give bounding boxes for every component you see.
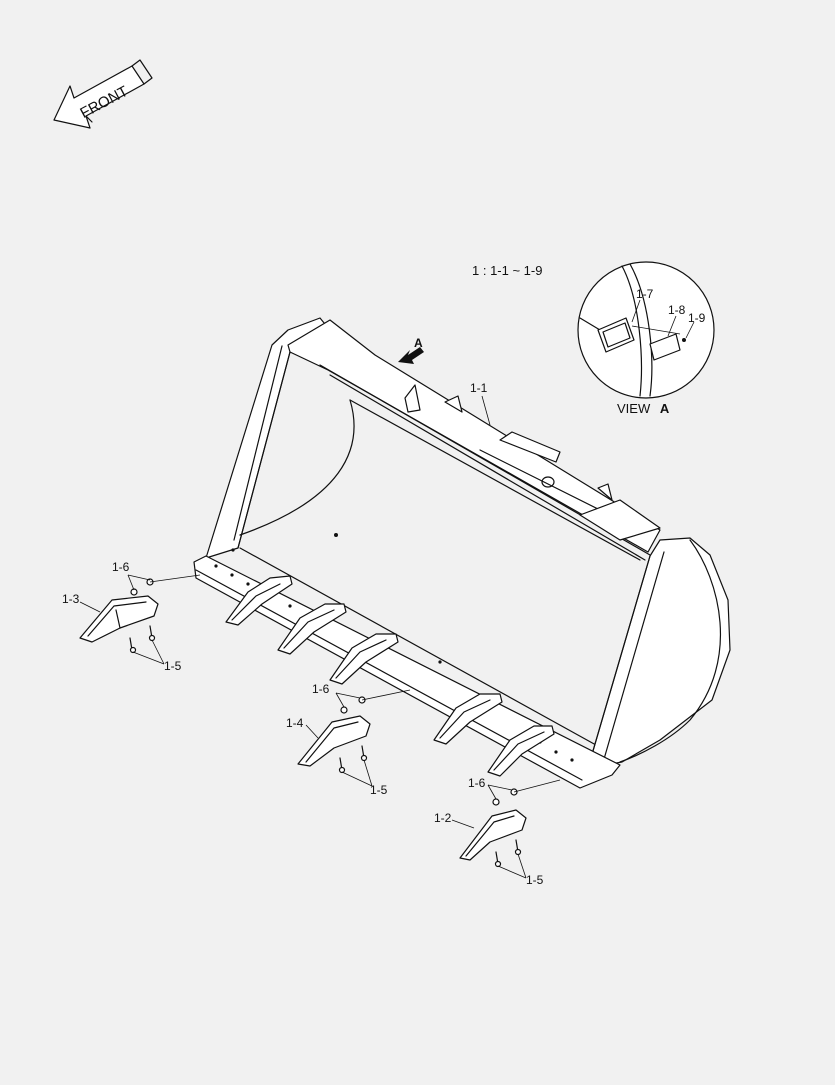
- callout-1-3: 1-3: [62, 592, 80, 606]
- view-title: VIEW A: [617, 401, 670, 416]
- callout-1-5-right: 1-5: [526, 873, 544, 887]
- callout-1-8: 1-8: [668, 303, 686, 317]
- view-a-pointer: A: [398, 336, 424, 364]
- callout-1-6-left: 1-6: [112, 560, 130, 574]
- group-note: 1 : 1-1 ~ 1-9: [472, 263, 542, 278]
- tooth-1-4: [297, 689, 411, 774]
- front-arrow-icon: FRONT: [53, 59, 153, 129]
- view-title-prefix: VIEW: [617, 401, 651, 416]
- callout-labels: 1-1 1-7 1-8 1-9 1-6 1-3 1-5 1-6 1-4 1-5 …: [62, 287, 706, 887]
- mounted-teeth: [225, 575, 555, 777]
- callout-1-4: 1-4: [286, 716, 304, 730]
- callout-1-9: 1-9: [688, 311, 706, 325]
- view-a-letter: A: [414, 336, 423, 350]
- callout-1-5-left: 1-5: [164, 659, 182, 673]
- leader-lines: [79, 395, 527, 879]
- callout-1-1: 1-1: [470, 381, 488, 395]
- view-title-letter: A: [660, 401, 670, 416]
- callout-1-5-mid: 1-5: [370, 783, 388, 797]
- callout-1-2: 1-2: [434, 811, 452, 825]
- tooth-1-3: [79, 574, 201, 654]
- tooth-1-2: [459, 779, 561, 868]
- callout-1-7: 1-7: [636, 287, 654, 301]
- callout-1-6-right: 1-6: [468, 776, 486, 790]
- callout-1-6-mid: 1-6: [312, 682, 330, 696]
- view-a-detail: [577, 261, 715, 399]
- bucket-body: [193, 317, 731, 789]
